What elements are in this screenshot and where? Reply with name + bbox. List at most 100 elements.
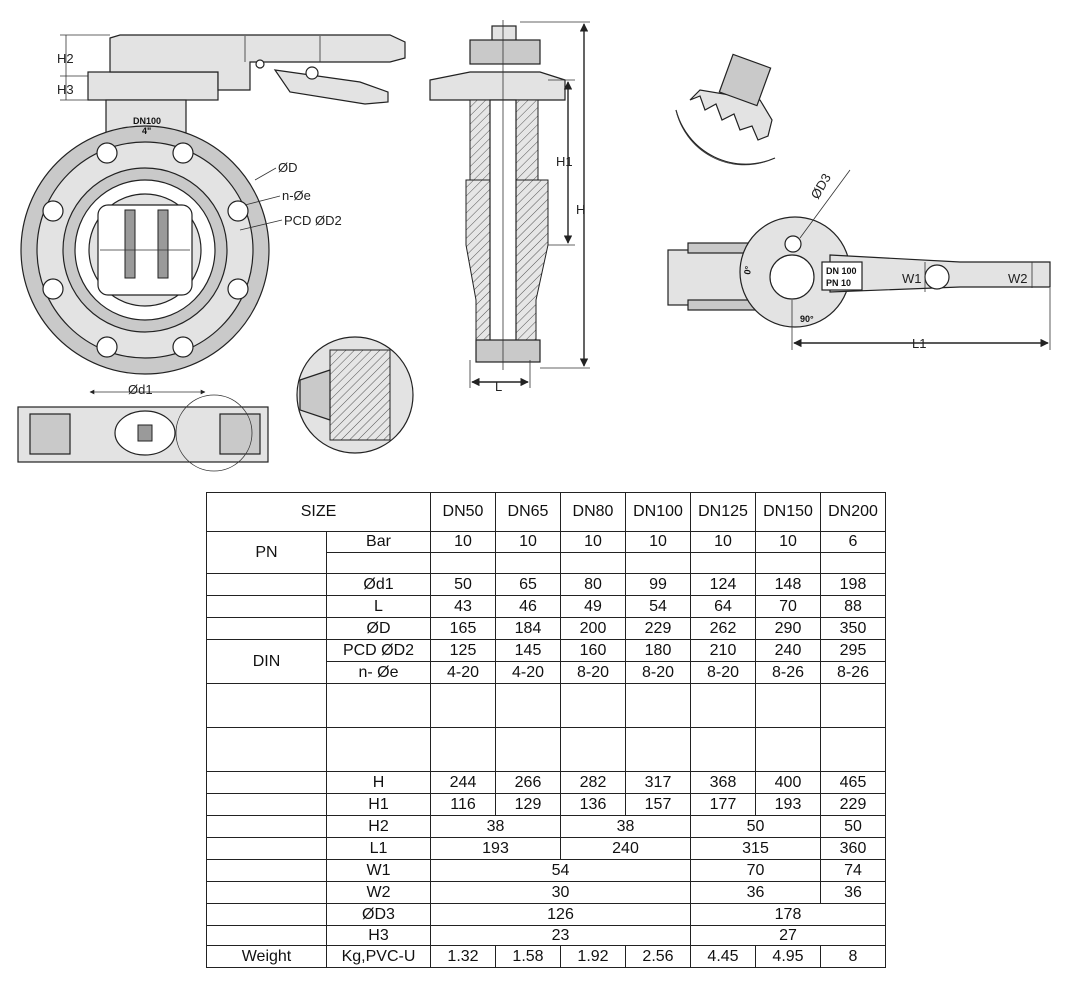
blank-row xyxy=(206,727,886,772)
cell: 46 xyxy=(495,595,561,618)
cell: 8-20 xyxy=(690,661,756,684)
pn-cell: 10 xyxy=(625,531,691,553)
cell: 244 xyxy=(430,771,496,794)
label-h3: H3 xyxy=(57,82,74,97)
cell: 50 xyxy=(820,815,886,838)
weight-unit: Kg,PVC-U xyxy=(326,945,431,968)
cell: 282 xyxy=(560,771,626,794)
cell: 193 xyxy=(430,837,561,860)
cell: 80 xyxy=(560,573,626,596)
pn-unit: Bar xyxy=(326,531,431,553)
row-label: L1 xyxy=(326,837,431,860)
size-cell: DN200 xyxy=(820,492,886,532)
cell: 43 xyxy=(430,595,496,618)
pn-cell: 10 xyxy=(430,531,496,553)
cell: 193 xyxy=(755,793,821,816)
row-label: PCD ØD2 xyxy=(326,639,431,662)
cell: 116 xyxy=(430,793,496,816)
cell: 148 xyxy=(755,573,821,596)
row-l1: L1 193 240 315 360 xyxy=(206,837,886,860)
body-mark-inch: 4" xyxy=(142,126,151,136)
cell: 99 xyxy=(625,573,691,596)
pn-blank-row xyxy=(207,552,886,574)
size-cell: DN100 xyxy=(625,492,691,532)
cell: 262 xyxy=(690,617,756,640)
row-label: H2 xyxy=(326,815,431,838)
cell: 198 xyxy=(820,573,886,596)
cell: 74 xyxy=(820,859,886,882)
din-label: DIN xyxy=(206,639,327,684)
size-cell: DN65 xyxy=(495,492,561,532)
side-view-drawing: H H1 L xyxy=(429,20,590,394)
label-h: H xyxy=(576,202,585,217)
cell: 8-26 xyxy=(820,661,886,684)
cell: 8 xyxy=(820,945,886,968)
label-ne: n-Øe xyxy=(282,188,311,203)
label-w2: W2 xyxy=(1008,271,1028,286)
cell: 4-20 xyxy=(495,661,561,684)
row-label: Ød1 xyxy=(326,573,431,596)
din-row-ne: n- Øe 4-20 4-20 8-20 8-20 8-20 8-26 8-26 xyxy=(207,661,886,684)
plate-line-2: PN 10 xyxy=(826,278,851,288)
technical-drawings: DN100 4" H2 H3 ØD n-Øe PCD ØD2 Ød1 xyxy=(17,20,1051,472)
row-label: ØD xyxy=(326,617,431,640)
cell: 126 xyxy=(430,903,691,926)
row-label: ØD3 xyxy=(326,903,431,926)
handle-top-drawing: DN 100 PN 10 0° 90° ØD3 W1 W2 L1 xyxy=(667,169,1051,351)
cell: 4.45 xyxy=(690,945,756,968)
cell: 368 xyxy=(690,771,756,794)
cell: 200 xyxy=(560,617,626,640)
cell: 50 xyxy=(690,815,821,838)
cell: 88 xyxy=(820,595,886,618)
cell: 2.56 xyxy=(625,945,691,968)
label-h2: H2 xyxy=(57,51,74,66)
cell: 165 xyxy=(430,617,496,640)
cell: 8-20 xyxy=(625,661,691,684)
din-row-d1: Ød1 50 65 80 99 124 148 198 xyxy=(206,573,886,596)
pn-cell: 10 xyxy=(560,531,626,553)
pn-cell: 10 xyxy=(690,531,756,553)
cell: 70 xyxy=(755,595,821,618)
body-mark: DN100 xyxy=(133,116,161,126)
cell: 240 xyxy=(560,837,691,860)
cell: 240 xyxy=(755,639,821,662)
weight-label: Weight xyxy=(206,945,327,968)
cell: 266 xyxy=(495,771,561,794)
pn-cell: 6 xyxy=(820,531,886,553)
plate-line-1: DN 100 xyxy=(826,266,857,276)
cell: 50 xyxy=(430,573,496,596)
cell: 145 xyxy=(495,639,561,662)
cell: 465 xyxy=(820,771,886,794)
cell: 54 xyxy=(430,859,691,882)
row-h1: H1 116 129 136 157 177 193 229 xyxy=(206,793,886,816)
cell: 49 xyxy=(560,595,626,618)
row-label: W2 xyxy=(326,881,431,904)
cell: 136 xyxy=(560,793,626,816)
row-w2: W2 30 36 36 xyxy=(206,881,886,904)
ratchet-detail-drawing xyxy=(675,53,776,166)
cell: 4.95 xyxy=(755,945,821,968)
cell: 30 xyxy=(430,881,691,904)
cell: 317 xyxy=(625,771,691,794)
cell: 180 xyxy=(625,639,691,662)
size-cell: DN50 xyxy=(430,492,496,532)
cell: 8-20 xyxy=(560,661,626,684)
cell: 350 xyxy=(820,617,886,640)
cell: 54 xyxy=(625,595,691,618)
cell: 157 xyxy=(625,793,691,816)
size-cell: DN150 xyxy=(755,492,821,532)
pn-cell: 10 xyxy=(755,531,821,553)
cell: 360 xyxy=(820,837,886,860)
row-h3: H3 23 27 xyxy=(206,925,886,946)
cell: 8-26 xyxy=(755,661,821,684)
row-label: n- Øe xyxy=(326,661,431,684)
pn-row: PN Bar 10 10 10 10 10 10 6 xyxy=(206,531,886,574)
row-w1: W1 54 70 74 xyxy=(206,859,886,882)
cell: 1.92 xyxy=(560,945,626,968)
row-label: W1 xyxy=(326,859,431,882)
cell: 124 xyxy=(690,573,756,596)
label-d1: Ød1 xyxy=(128,382,153,397)
angle-0: 0° xyxy=(742,265,753,276)
din-row-D: ØD 165 184 200 229 262 290 350 xyxy=(206,617,886,640)
label-l: L xyxy=(495,379,502,394)
